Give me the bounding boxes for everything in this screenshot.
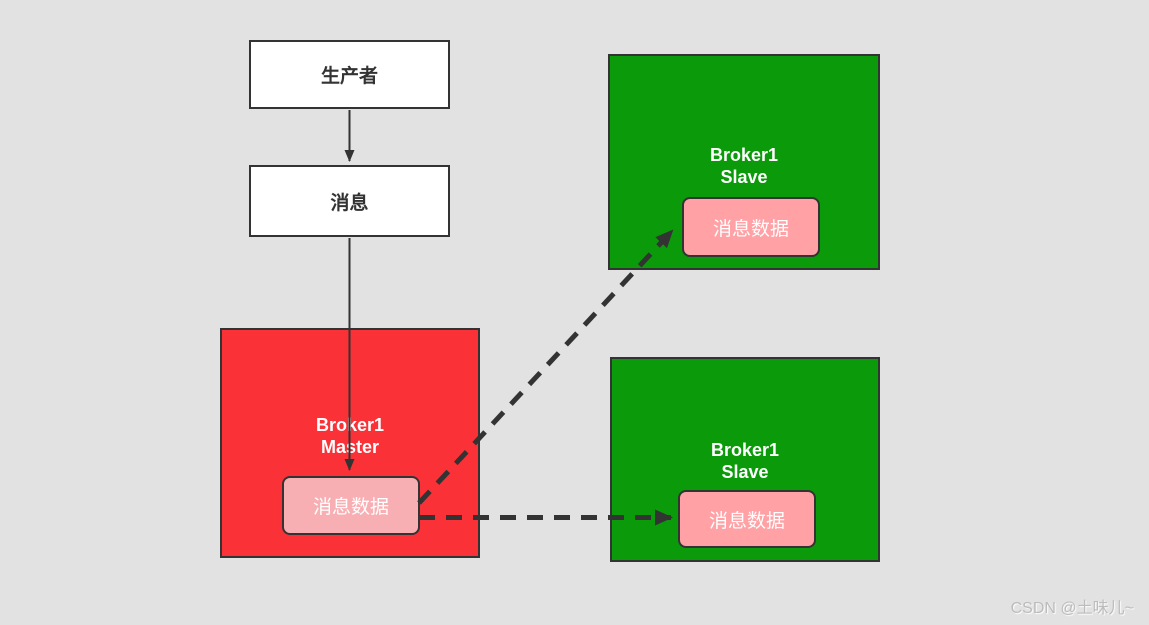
producer-box: 生产者 — [249, 40, 450, 109]
broker1-master-title: Broker1 Master — [222, 414, 478, 458]
slave-bottom-message-data-label: 消息数据 — [708, 510, 785, 532]
master-message-data-label: 消息数据 — [312, 497, 389, 518]
broker1-slave-top-title-line2: Slave — [720, 167, 768, 187]
broker1-slave-top-title-line1: Broker1 — [709, 145, 779, 165]
broker1-master-box: Broker1 Master 消息数据 — [220, 328, 480, 558]
message-box: 消息 — [249, 165, 450, 237]
broker1-slave-bottom-box: Broker1 Slave 消息数据 — [610, 357, 880, 562]
producer-label: 生产者 — [320, 66, 378, 87]
slave-top-message-data-box: 消息数据 — [682, 197, 820, 257]
broker1-slave-top-box: Broker1 Slave 消息数据 — [608, 54, 880, 270]
broker1-master-title-line1: Broker1 — [315, 415, 385, 435]
broker1-slave-bottom-title-line2: Slave — [721, 462, 769, 482]
master-message-data-box: 消息数据 — [282, 476, 420, 535]
message-label: 消息 — [330, 192, 369, 214]
broker1-slave-bottom-title-line1: Broker1 — [710, 440, 780, 460]
csdn-watermark: CSDN @土味儿~ — [1010, 600, 1134, 617]
broker1-master-title-line2: Master — [320, 437, 380, 457]
broker1-slave-bottom-title: Broker1 Slave — [612, 439, 878, 483]
broker1-slave-top-title: Broker1 Slave — [610, 144, 878, 188]
slave-bottom-message-data-box: 消息数据 — [678, 490, 816, 548]
slave-top-message-data-label: 消息数据 — [712, 218, 789, 240]
